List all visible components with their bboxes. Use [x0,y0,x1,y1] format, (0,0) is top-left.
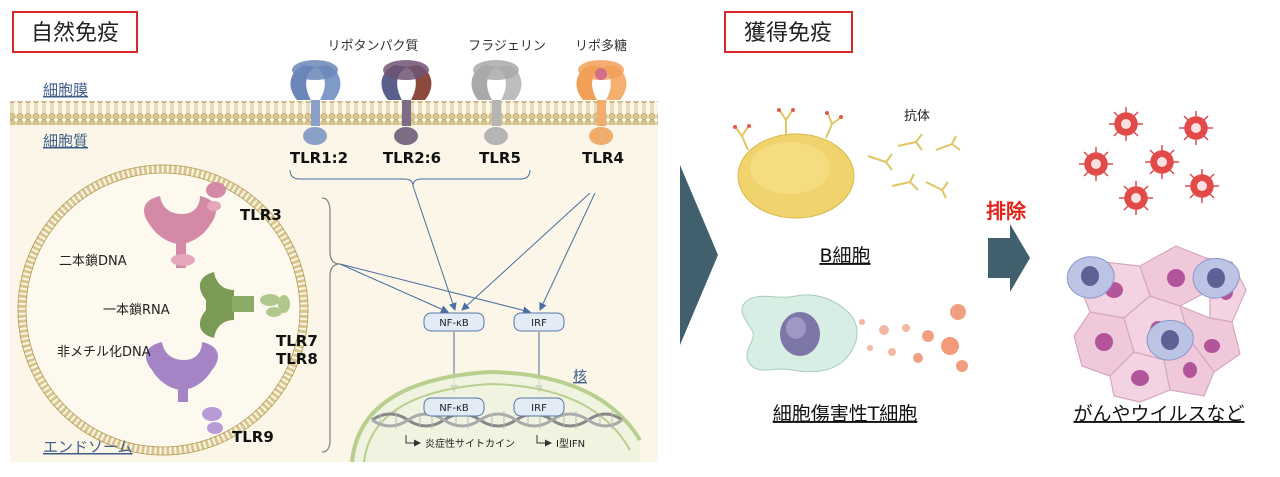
target-label: がんやウイルスなど [1073,403,1244,425]
irf-label-nucleus: IRF [531,403,547,414]
innate-title: 自然免疫 [31,21,119,46]
granules [859,304,968,372]
adaptive-title-box: 獲得免疫 [724,11,853,53]
eliminate-arrow [988,224,1030,292]
label-tlr8: TLR8 [276,350,318,368]
label-tlr3: TLR3 [240,206,282,224]
irf-box-cytoplasm [513,312,565,332]
nucleus-label: 核 [573,369,587,385]
output-cytokine: 炎症性サイトカイン [425,437,515,450]
eliminate-label: 排除 [986,199,1027,223]
label-tlr4: TLR4 [582,149,624,167]
label-tlr2-6: TLR2:6 [383,149,441,167]
ssrna-label: 一本鎖RNA [103,302,170,318]
receptor-tlr7-8 [199,272,290,338]
receptor-tlr1-2 [290,60,341,145]
ligand-flagellin: フラジェリン [468,39,546,54]
b-cell [737,133,855,219]
endosome [17,164,309,456]
nfkb-label-nucleus: NF-κB [439,403,469,414]
receptor-tlr4 [576,60,627,145]
adaptive-title: 獲得免疫 [744,21,832,46]
dsdna-label: 二本鎖DNA [59,253,127,269]
receptor-tlr9 [146,342,223,434]
free-antibodies [867,133,961,199]
irf-label-cytoplasm: IRF [531,318,547,329]
label-tlr7: TLR7 [276,332,318,350]
antibody-tips [733,108,843,129]
cell-membrane-label: 細胞膜 [43,81,88,99]
output-ifn: I型IFN [556,437,585,450]
label-tlr1-2: TLR1:2 [290,149,348,167]
nfkb-box-nucleus [423,397,485,417]
label-tlr9: TLR9 [232,428,274,446]
attacking-t-cells [1066,256,1240,361]
endosome-label: エンドソーム [43,438,133,456]
receptor-tlr2-6 [381,60,432,145]
receptor-tlr5 [471,60,522,145]
label-tlr5: TLR5 [479,149,521,167]
signaling-arrows [339,185,596,393]
virus-cores [1091,119,1207,203]
cytoplasm-label: 細胞質 [43,132,88,150]
cell-membrane-band [10,101,658,125]
antibody-label: 抗体 [904,109,930,124]
ligand-lps: リポ多糖 [575,38,627,54]
b-cell-antibodies [735,110,841,151]
innate-title-box: 自然免疫 [12,11,138,53]
b-cell-label: B細胞 [819,245,870,267]
irf-box-nucleus [513,397,565,417]
receptor-tlr3 [144,182,226,268]
endosome-brace [321,197,341,453]
innate-to-adaptive-arrow [680,165,718,345]
t-cell-label: 細胞傷害性T細胞 [773,403,918,425]
t-cell [741,294,858,373]
nfkb-label-cytoplasm: NF-κB [439,318,469,329]
nfkb-box-cytoplasm [423,312,485,332]
transcription-arrows [405,435,552,447]
ligand-lipoprotein: リポタンパク質 [327,39,418,54]
dna-helix [371,411,623,429]
cpg-dna-label: 非メチル化DNA [57,345,151,360]
